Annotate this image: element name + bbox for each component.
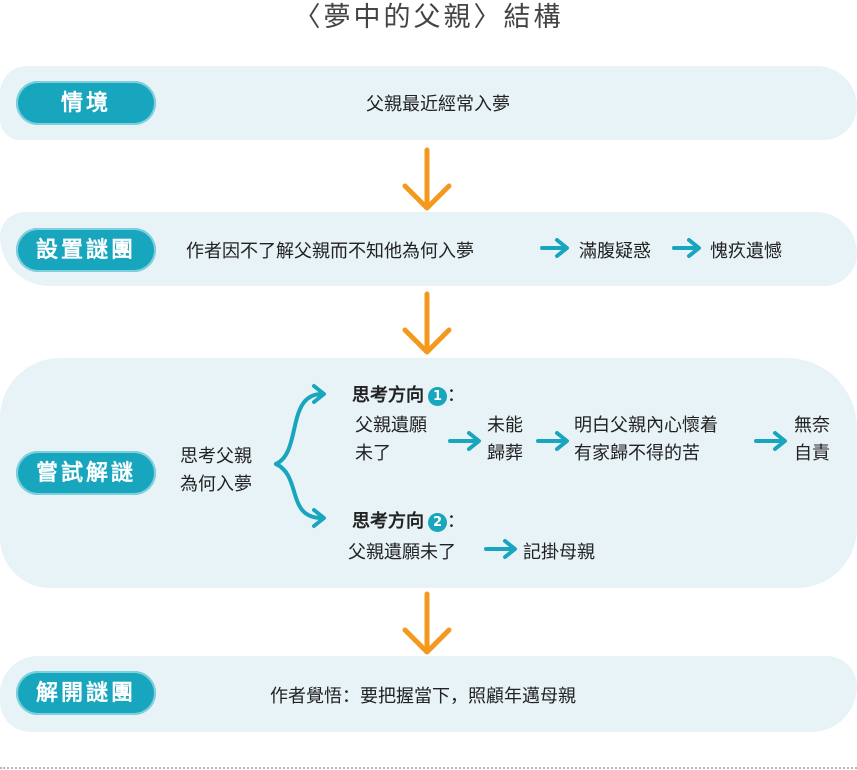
direction-2-step-1: 父親遺願未了 (348, 542, 456, 563)
direction-2-colon: ： (447, 511, 465, 532)
teal-arrow-dir1-1 (448, 431, 481, 451)
resolve-label: 解開謎團 (16, 671, 156, 715)
diagram-title: 〈夢中的父親〉結構 (293, 2, 564, 33)
number-2-icon: 2 (428, 513, 447, 532)
direction-1-step-1-line2: 未了 (355, 443, 391, 464)
teal-arrow-dir2-1 (484, 539, 517, 559)
attempt-root-line1: 思考父親 (180, 446, 252, 467)
situation-text: 父親最近經常入夢 (366, 94, 510, 115)
flow-arrow-3 (402, 591, 452, 655)
direction-1-step-1-line1: 父親遺願 (355, 415, 427, 436)
teal-arrow-dir1-3 (754, 431, 787, 451)
flow-arrow-2 (402, 291, 452, 355)
attempt-root-line2: 為何入夢 (180, 474, 252, 495)
direction-1-step-2-line1: 未能 (487, 415, 523, 436)
mystery-step-3: 愧疚遺憾 (710, 241, 782, 262)
direction-2-heading-text: 思考方向 (352, 511, 424, 532)
direction-1-step-3-line2: 有家歸不得的苦 (574, 443, 700, 464)
teal-arrow-mystery-1 (540, 238, 569, 258)
teal-arrow-mystery-2 (672, 238, 701, 258)
mystery-label: 設置謎團 (16, 228, 156, 272)
attempt-label: 嘗試解謎 (16, 451, 156, 495)
situation-label: 情境 (16, 81, 156, 125)
direction-1-step-4-line1: 無奈 (794, 415, 830, 436)
direction-2-step-2: 記掛母親 (523, 542, 595, 563)
direction-1-step-2-line2: 歸葬 (487, 443, 523, 464)
mystery-step-2: 滿腹疑惑 (579, 241, 651, 262)
teal-arrow-dir1-2 (536, 431, 569, 451)
resolve-text: 作者覺悟：要把握當下，照顧年邁母親 (270, 686, 576, 707)
mystery-step-1: 作者因不了解父親而不知他為何入夢 (186, 241, 474, 262)
bottom-divider (0, 767, 857, 769)
direction-1-colon: ： (447, 385, 465, 406)
direction-1-step-4-line2: 自責 (794, 443, 830, 464)
direction-1-step-3-line1: 明白父親內心懷着 (574, 415, 718, 436)
direction-1-heading-text: 思考方向 (352, 385, 424, 406)
flow-arrow-1 (402, 147, 452, 211)
branch-connector (274, 384, 326, 528)
number-1-icon: 1 (428, 387, 447, 406)
